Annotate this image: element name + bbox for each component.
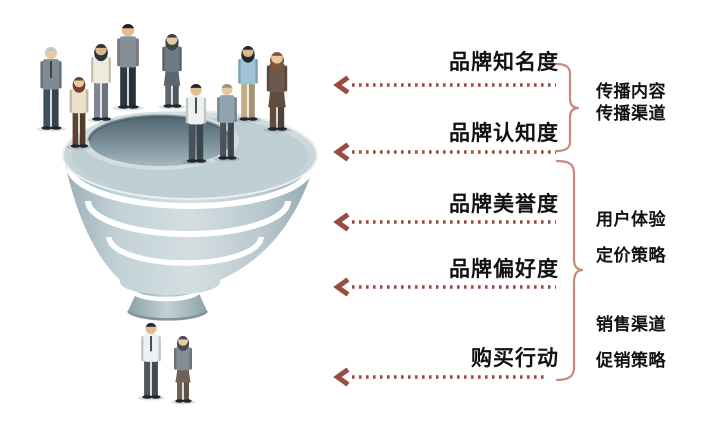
person-figure	[137, 322, 165, 401]
stage-label-recognition: 品牌认知度	[449, 122, 559, 145]
stage-arrows	[333, 75, 556, 387]
buyers-pair	[137, 322, 195, 405]
dotted-arrow	[333, 277, 556, 297]
funnel-hole	[89, 116, 231, 166]
person-figure	[112, 23, 144, 111]
person-figure	[66, 76, 92, 150]
person-figure	[87, 43, 115, 123]
strategy-group-communication: 传播内容 传播渠道	[596, 81, 666, 125]
person-figure	[234, 45, 262, 123]
strategy-line: 传播内容	[596, 82, 666, 101]
strategy-group-experience: 用户体验 定价策略	[596, 209, 666, 267]
person-figure	[262, 51, 292, 133]
stage-label-reputation: 品牌美誉度	[449, 193, 559, 216]
dotted-arrow	[333, 75, 556, 95]
stage-label-preference: 品牌偏好度	[449, 258, 559, 281]
strategy-line: 用户体验	[596, 210, 666, 229]
person-figure	[213, 83, 241, 162]
group-braces	[554, 62, 584, 382]
brace-top	[554, 62, 580, 153]
strategy-line: 定价策略	[596, 246, 666, 265]
audience-crowd	[36, 23, 292, 165]
person-figure	[181, 83, 211, 165]
person-figure	[36, 46, 66, 132]
stage-label-purchase: 购买行动	[471, 347, 559, 370]
dotted-arrow	[333, 142, 556, 162]
dotted-arrow	[333, 212, 556, 232]
funnel-stripes	[66, 165, 314, 266]
strategy-line: 传播渠道	[596, 104, 666, 123]
brace-bottom	[555, 159, 584, 382]
strategy-line: 销售渠道	[596, 315, 666, 334]
person-figure	[158, 33, 186, 110]
stage-label-awareness: 品牌知名度	[449, 51, 559, 74]
person-figure	[171, 335, 195, 405]
funnel-cone	[63, 155, 317, 295]
dotted-arrow	[333, 367, 548, 387]
strategy-group-sales: 销售渠道 促销策略	[596, 314, 666, 372]
strategy-line: 促销策略	[596, 351, 666, 370]
